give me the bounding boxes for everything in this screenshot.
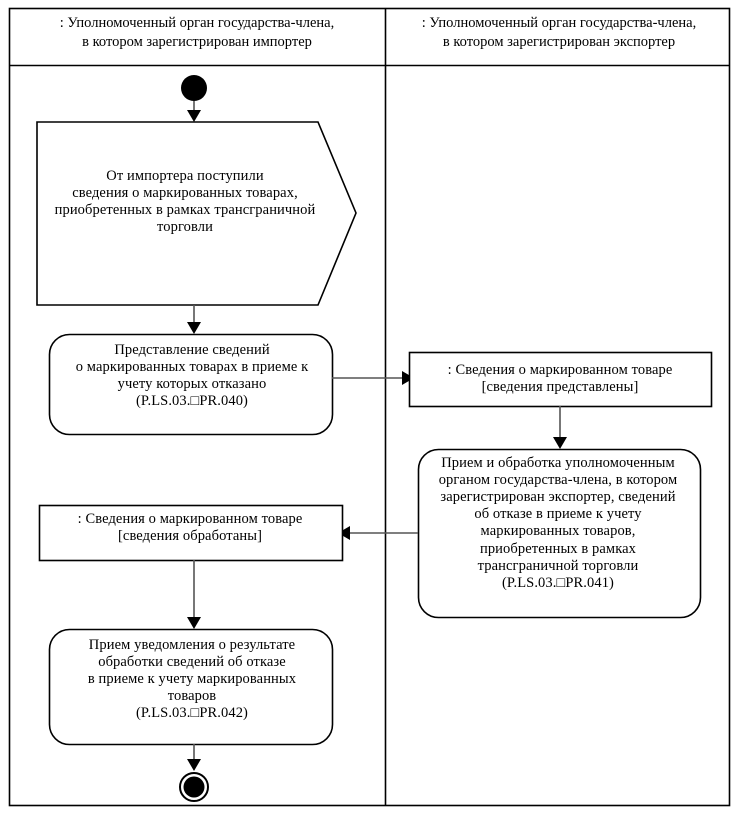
lane-title-exporter: : Уполномоченный орган государства-члена… xyxy=(421,15,697,50)
object-node-processed xyxy=(38,504,344,562)
edge-start-to-signal xyxy=(187,101,201,122)
accept-signal-node xyxy=(36,121,357,306)
edge-activity042-to-end xyxy=(187,744,201,771)
activity-node-040 xyxy=(48,333,334,436)
activity-042-label: Прием уведомления о результате обработки… xyxy=(87,637,297,722)
edge-object-submitted-to-activity041 xyxy=(553,406,567,449)
activity-040-label: Представление сведений о маркированных т… xyxy=(75,342,309,410)
object-node-submitted xyxy=(408,351,713,408)
activity-041-label: Прием и обработка уполномоченным органом… xyxy=(438,455,678,591)
edge-signal-to-activity040 xyxy=(187,305,201,334)
final-node xyxy=(179,772,209,802)
object-node-processed-label: : Сведения о маркированном товаре [сведе… xyxy=(77,511,303,545)
initial-node xyxy=(181,75,207,101)
activity-node-042 xyxy=(48,628,334,746)
lane-title-importer: : Уполномоченный орган государства-члена… xyxy=(59,15,335,50)
edge-object-processed-to-activity042 xyxy=(187,560,201,629)
object-node-submitted-label: : Сведения о маркированном товаре [сведе… xyxy=(447,362,673,396)
activity-node-041 xyxy=(417,448,702,619)
edge-activity041-to-object-processed xyxy=(338,526,418,540)
edge-activity040-to-object-submitted xyxy=(332,371,414,385)
accept-signal-label: От импортера поступили сведения о маркир… xyxy=(54,168,316,236)
